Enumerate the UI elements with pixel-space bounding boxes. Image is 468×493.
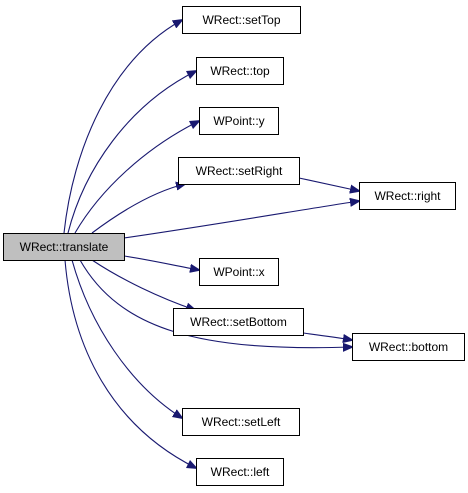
edge-setBottom-to-bottom <box>302 332 352 340</box>
edge-translate-to-px <box>123 255 199 270</box>
node-box[interactable] <box>359 182 456 210</box>
node-box[interactable] <box>178 157 300 185</box>
node-box[interactable] <box>199 258 279 286</box>
node-box[interactable] <box>199 107 279 135</box>
nodes-layer: WRect::translate WRect::setTopWRect::topW… <box>3 6 465 486</box>
node-label: WRect::top <box>210 64 270 78</box>
node-label: WRect::setBottom <box>190 315 287 329</box>
node-label: WRect::setLeft <box>202 415 281 429</box>
edge-translate-to-top <box>67 71 196 234</box>
edge-translate-to-setBottom <box>91 259 195 310</box>
node-translate[interactable]: WRect::translate <box>3 233 125 261</box>
node-box[interactable] <box>3 233 125 261</box>
node-label: WPoint::x <box>213 265 264 279</box>
node-setBottom[interactable]: WRect::setBottom <box>173 308 304 336</box>
edges-layer <box>63 20 359 468</box>
edge-setRight-to-right <box>298 177 359 191</box>
node-box[interactable] <box>182 408 300 436</box>
node-label: WRect::left <box>211 465 270 479</box>
node-bottom[interactable]: WRect::bottom <box>352 333 465 361</box>
node-setLeft[interactable]: WRect::setLeft <box>182 408 300 436</box>
edge-translate-to-setTop <box>63 20 182 234</box>
node-setTop[interactable]: WRect::setTop <box>182 6 301 34</box>
node-label: WRect::right <box>374 189 441 203</box>
edge-translate-to-left <box>64 259 196 468</box>
node-label: WPoint::y <box>213 114 264 128</box>
node-box[interactable] <box>173 308 304 336</box>
node-label: WRect::bottom <box>369 340 448 354</box>
node-box[interactable] <box>196 57 284 85</box>
node-py[interactable]: WPoint::y <box>199 107 279 135</box>
node-left[interactable]: WRect::left <box>196 458 284 486</box>
node-setRight[interactable]: WRect::setRight <box>178 157 300 185</box>
node-box[interactable] <box>196 458 284 486</box>
edge-translate-to-setRight <box>91 184 185 234</box>
node-box[interactable] <box>352 333 465 361</box>
node-label: WRect::translate <box>20 240 109 254</box>
edge-translate-to-setLeft <box>71 259 182 418</box>
edge-translate-to-py <box>74 121 199 234</box>
node-label: WRect::setRight <box>196 164 283 178</box>
edge-translate-to-right <box>123 201 359 239</box>
node-px[interactable]: WPoint::x <box>199 258 279 286</box>
node-box[interactable] <box>182 6 301 34</box>
node-label: WRect::setTop <box>202 13 280 27</box>
node-right[interactable]: WRect::right <box>359 182 456 210</box>
node-top[interactable]: WRect::top <box>196 57 284 85</box>
